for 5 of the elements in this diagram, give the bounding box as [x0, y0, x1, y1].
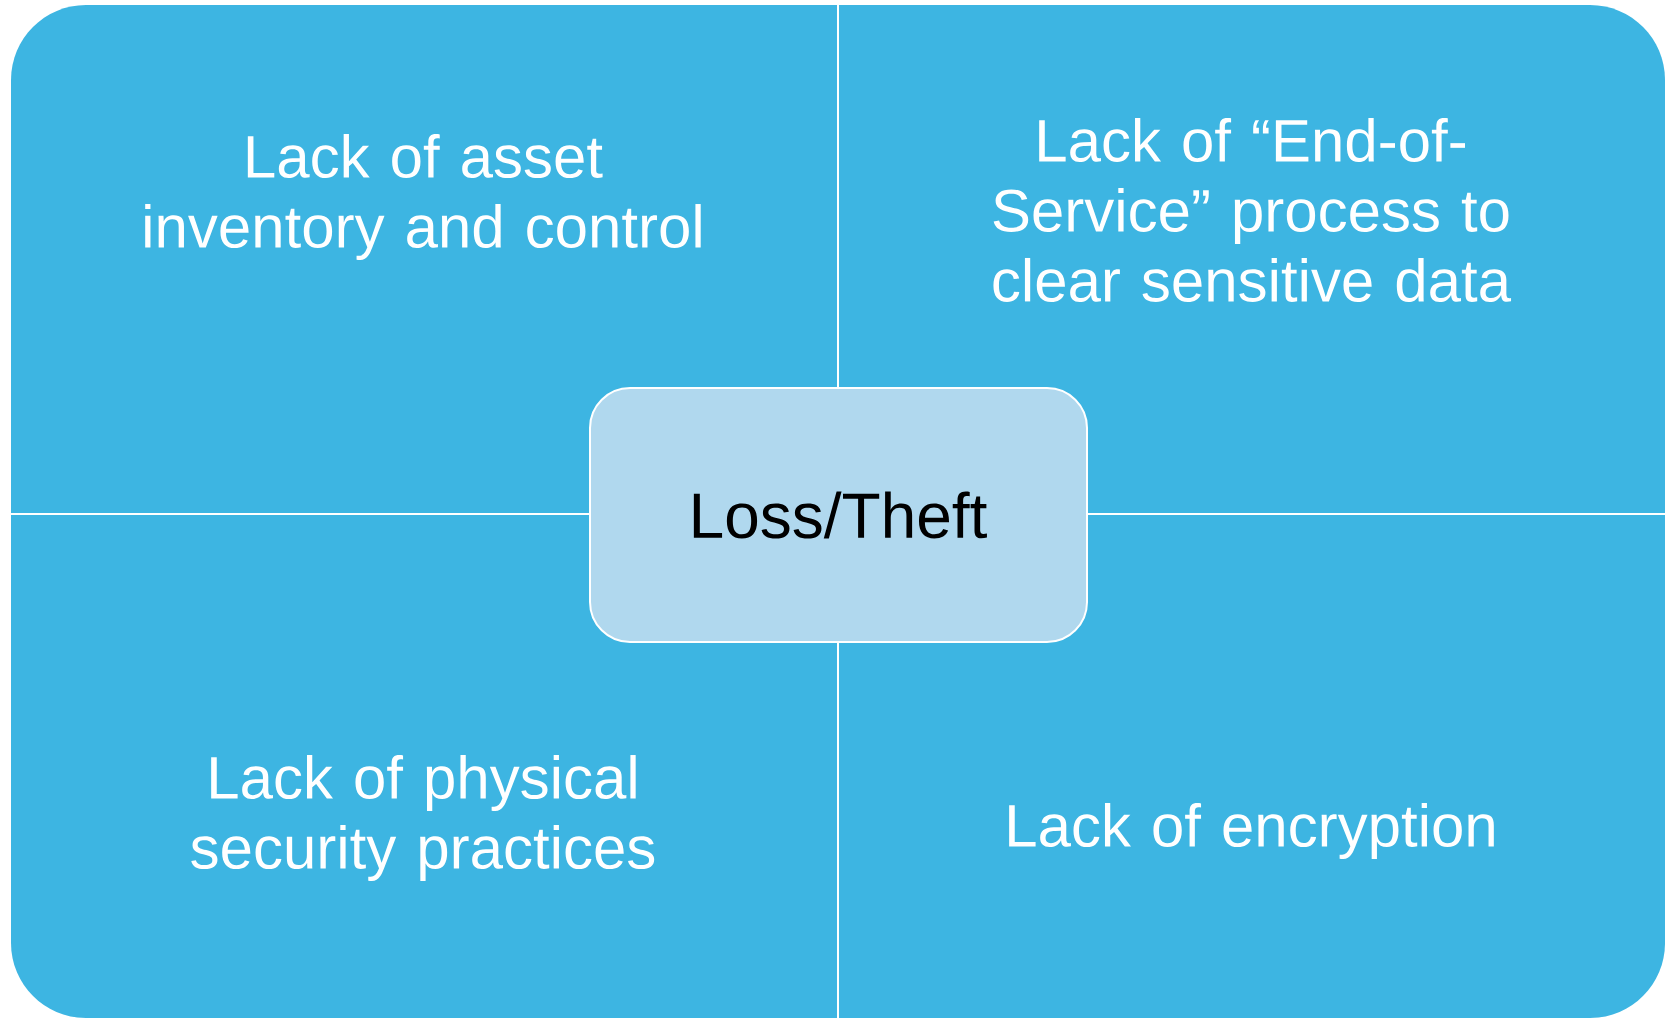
- node-label: Lack of physical security practices: [191, 755, 655, 881]
- node-label: Lack of asset inventory and control: [145, 134, 701, 260]
- node-label: Lack of encryption: [1009, 803, 1494, 859]
- node-label: Lack of “End-of-Service” process to clear sensitive data: [993, 117, 1512, 303]
- center-box: Loss/Theft: [589, 387, 1088, 643]
